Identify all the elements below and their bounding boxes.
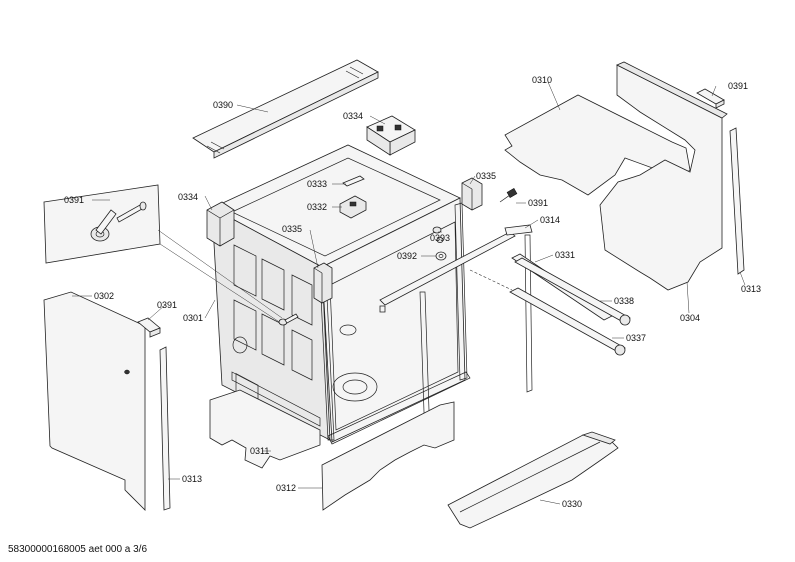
part-0391-clip-left: [137, 317, 161, 338]
part-0312-kick-plate: [321, 401, 455, 511]
part-0304-side-panel: [599, 61, 728, 291]
label-0304: 0304: [680, 313, 700, 323]
part-0330-bottom-tray: [447, 431, 619, 529]
label-0314: 0314: [540, 215, 560, 225]
label-0337: 0337: [626, 333, 646, 343]
part-0392-nut: [435, 251, 447, 261]
part-0391-inset-box: [43, 184, 161, 264]
part-0310-insulation-mat: [504, 94, 691, 196]
part-0391-screw-right: [499, 188, 518, 203]
part-0338-rail: [514, 257, 631, 326]
label-0333: 0333: [307, 179, 327, 189]
label-0334-left: 0334: [178, 192, 198, 202]
label-0332: 0332: [307, 202, 327, 212]
label-0338: 0338: [614, 296, 634, 306]
label-0391-inset: 0391: [64, 195, 84, 205]
part-0313-strip-right: [729, 127, 745, 275]
part-0337-rail: [509, 287, 626, 356]
part-0334-bracket-top: [366, 115, 416, 156]
part-0335-bracket-right: [461, 177, 483, 211]
inset-callout-line-a: [157, 229, 283, 319]
part-0314-front-frame: [379, 224, 533, 443]
part-0313-strip-left: [159, 346, 171, 511]
label-0311: 0311: [250, 446, 269, 456]
label-0391-screw: 0391: [528, 198, 548, 208]
label-0301: 0301: [183, 313, 203, 323]
part-0393-washer: [432, 226, 444, 243]
inset-callout-line-b: [159, 243, 285, 326]
label-0330: 0330: [562, 499, 582, 509]
part-0390-top-strip: [192, 59, 379, 159]
part-0333-pin: [342, 175, 365, 187]
label-0312: 0312: [276, 483, 296, 493]
assembly-dashed-line: [469, 269, 513, 291]
label-0335-left: 0335: [282, 224, 302, 234]
part-0311-lower-base: [209, 389, 321, 469]
part-0334-bracket-left: [206, 201, 235, 247]
label-0313-right: 0313: [741, 284, 761, 294]
label-0334-top: 0334: [343, 111, 363, 121]
label-0392: 0392: [397, 251, 417, 261]
part-0301-tub-body: [211, 144, 471, 445]
part-0332-lock: [339, 195, 367, 219]
leader-lines: [72, 81, 746, 505]
label-0391-left: 0391: [157, 300, 177, 310]
label-0335-right: 0335: [476, 171, 496, 181]
label-0302: 0302: [94, 291, 114, 301]
label-0310: 0310: [532, 75, 552, 85]
footer-code: 58300000168005 aet 000 a 3/6: [8, 544, 147, 555]
part-labels: 0390 0334 0333 0332 0310 0391 0335 0391 …: [64, 75, 761, 509]
part-0302-door-panel: [43, 291, 146, 511]
label-0391-top-right: 0391: [728, 81, 748, 91]
part-0391-clip-right: [696, 88, 725, 109]
label-0393: 0393: [430, 233, 450, 243]
label-0313-left: 0313: [182, 474, 202, 484]
part-0391-screw-center: [278, 313, 299, 326]
label-0331: 0331: [555, 250, 575, 260]
label-0390: 0390: [213, 100, 233, 110]
part-0335-bracket-left: [313, 262, 333, 304]
